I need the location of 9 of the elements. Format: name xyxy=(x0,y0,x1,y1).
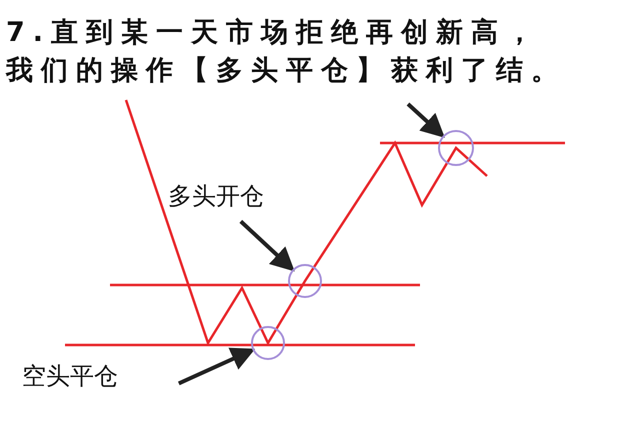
arrow xyxy=(239,220,295,272)
point-label: 多头开仓 xyxy=(168,180,280,216)
highlight-circle xyxy=(288,264,322,298)
highlight-circle xyxy=(251,326,285,360)
arrow xyxy=(406,102,445,138)
title: 7.直到某一天市场拒绝再创新高，我们的操作【多头平仓】获利了结。 xyxy=(6,16,567,88)
point-label: 空头平仓 xyxy=(22,360,134,396)
arrow xyxy=(178,348,256,386)
highlight-circle xyxy=(438,130,474,166)
